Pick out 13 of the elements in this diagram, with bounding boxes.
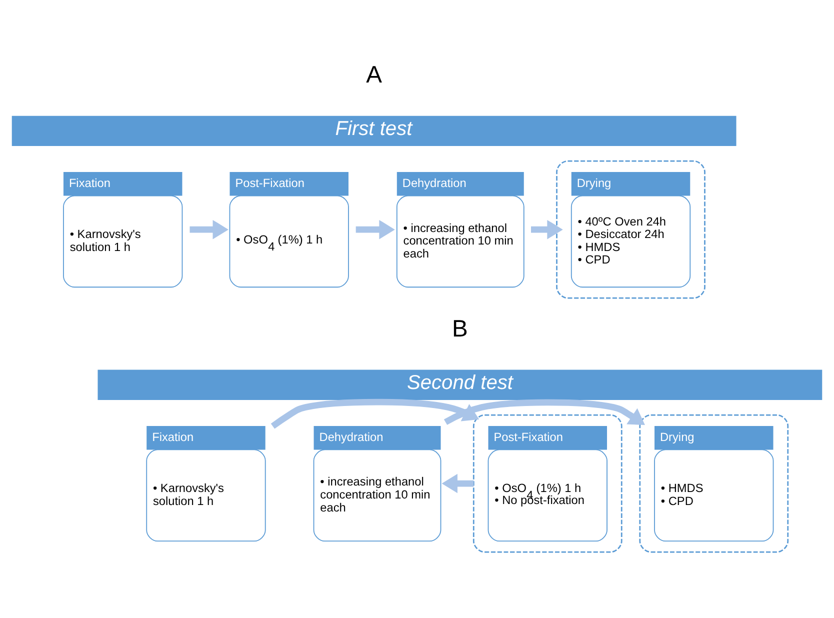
cluster (472, 414, 622, 552)
arrow (442, 473, 474, 493)
arrow (444, 398, 645, 425)
label: B (452, 314, 468, 342)
cluster (556, 160, 706, 298)
node-box: Second test (98, 369, 822, 400)
arrow (190, 219, 228, 239)
cluster (639, 414, 789, 552)
label: A (366, 60, 382, 88)
arrow (531, 219, 563, 239)
arrow (270, 398, 480, 428)
arrow (356, 219, 395, 239)
node-box: First test (12, 115, 736, 146)
